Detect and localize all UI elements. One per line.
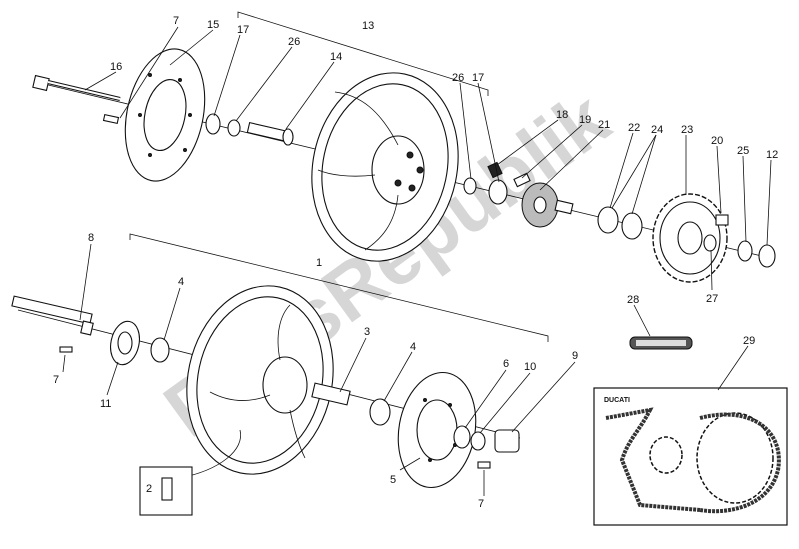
callout-25: 25	[737, 145, 749, 157]
callout-21: 21	[598, 119, 610, 131]
callout-17-right: 17	[472, 72, 484, 84]
callout-17-left: 17	[237, 24, 249, 36]
callout-19: 19	[579, 114, 591, 126]
callout-11: 11	[100, 398, 111, 410]
callout-7-top: 7	[173, 15, 179, 27]
callout-26-left: 26	[288, 36, 300, 48]
drive-chain-segment	[629, 336, 693, 350]
callout-3: 3	[364, 326, 370, 338]
callout-12: 12	[766, 149, 778, 161]
leader-lines	[62, 26, 772, 496]
callout-labels: 7 15 13 16 17 26 14 26 17 18 19 21 22 24…	[53, 15, 778, 510]
callout-22: 22	[628, 122, 640, 134]
front-wheel-assembly	[11, 285, 521, 516]
front-brake-disc	[397, 371, 477, 489]
callout-8: 8	[88, 232, 94, 244]
callout-14: 14	[330, 51, 342, 63]
callout-20: 20	[711, 135, 723, 147]
sprocket-flange	[521, 182, 574, 228]
callout-4-left: 4	[178, 276, 184, 288]
kit-brand: DUCATI	[604, 397, 630, 404]
callout-28: 28	[627, 294, 639, 306]
callout-10: 10	[524, 361, 536, 373]
callout-1: 1	[316, 257, 322, 269]
callout-4-right: 4	[410, 341, 416, 353]
rear-axle	[32, 74, 121, 101]
callout-15: 15	[207, 19, 219, 31]
callout-9: 9	[572, 350, 578, 362]
callout-5: 5	[390, 474, 396, 486]
callout-7-left: 7	[53, 374, 59, 386]
callout-24: 24	[651, 124, 663, 136]
callout-13: 13	[362, 20, 374, 32]
callout-27: 27	[706, 293, 718, 305]
rear-wheel-assembly	[32, 48, 776, 283]
callout-6: 6	[503, 358, 509, 370]
callout-2: 2	[146, 483, 152, 495]
rear-brake-disc	[124, 48, 206, 182]
callout-18: 18	[556, 109, 568, 121]
callout-26-right: 26	[452, 72, 464, 84]
rear-wheel-rim	[311, 72, 459, 262]
chain-kit-box: DUCATI	[593, 387, 788, 526]
callout-16: 16	[110, 61, 122, 73]
front-axle	[11, 295, 94, 336]
callout-7-bottom: 7	[478, 498, 484, 510]
callout-29: 29	[743, 335, 755, 347]
callout-23: 23	[681, 124, 693, 136]
front-wheel-rim	[186, 285, 334, 475]
rear-sprocket	[652, 193, 728, 283]
